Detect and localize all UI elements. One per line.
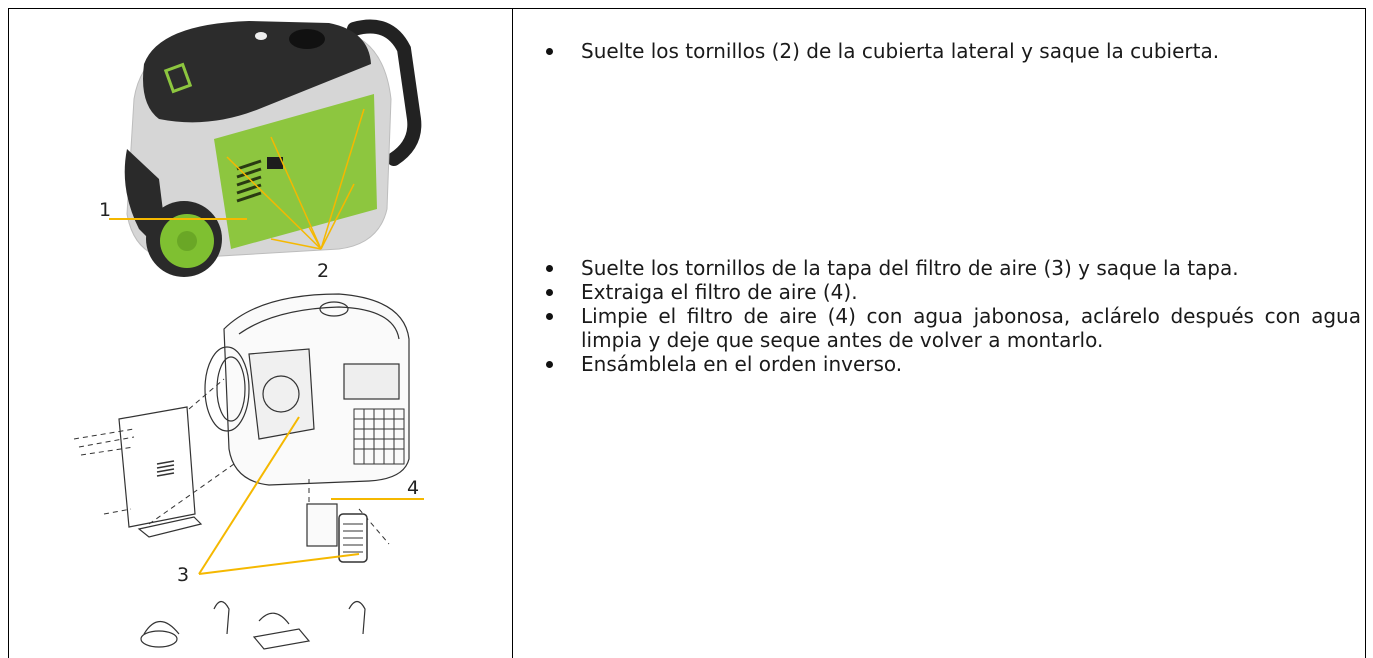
illustration-cell: 1 2 [9, 9, 512, 658]
callout-2: 2 [317, 260, 329, 282]
instruction-item: Ensámblela en el orden inverso. [536, 352, 1361, 376]
column-divider [512, 9, 513, 658]
instruction-item: Extraiga el filtro de aire (4). [536, 280, 1361, 304]
instructions-cell: Suelte los tornillos (2) de la cubierta … [514, 9, 1365, 658]
callout-3: 3 [177, 564, 189, 586]
callout-4: 4 [407, 477, 419, 499]
instruction-item: Suelte los tornillos de la tapa del filt… [536, 256, 1361, 280]
instruction-list-2: Suelte los tornillos de la tapa del filt… [536, 256, 1361, 376]
instruction-list-1: Suelte los tornillos (2) de la cubierta … [536, 39, 1361, 63]
content-table: 1 2 [8, 8, 1366, 658]
generator-photo [109, 19, 422, 277]
instruction-item: Suelte los tornillos (2) de la cubierta … [536, 39, 1361, 63]
exploded-diagram [73, 293, 410, 650]
generator-illustration: 1 2 [73, 19, 424, 650]
callout-1: 1 [99, 199, 111, 221]
instruction-item: Limpie el filtro de aire (4) con agua ja… [536, 304, 1361, 352]
